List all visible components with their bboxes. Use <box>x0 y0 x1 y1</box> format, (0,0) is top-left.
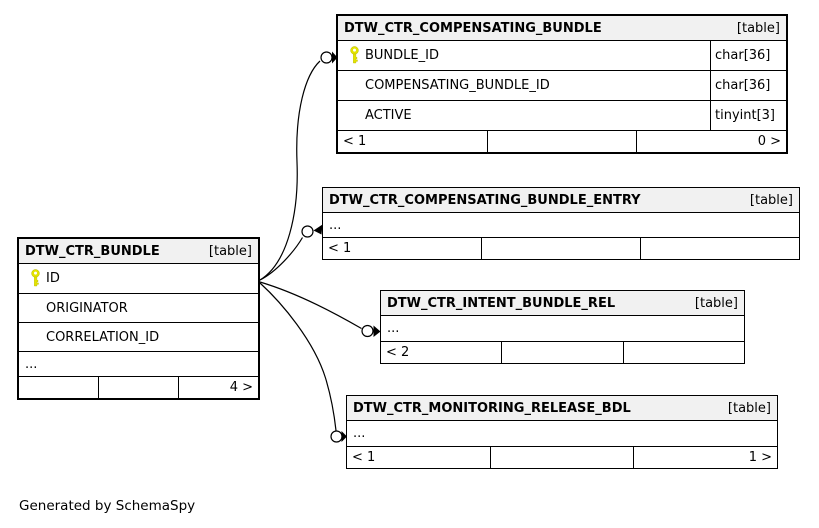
column-type: char[36] <box>710 71 786 100</box>
relation-line-to-monitoring-release-bdl <box>259 282 337 431</box>
table-title[interactable]: DTW_CTR_BUNDLE <box>25 243 160 259</box>
table-footer: < 2 <box>381 342 744 363</box>
relation-line-to-intent-bundle-rel <box>259 281 362 330</box>
column-row: BUNDLE_ID char[36] <box>338 41 786 71</box>
generated-by-note: Generated by SchemaSpy <box>19 498 196 514</box>
collapsed-columns-row: ... <box>19 352 258 377</box>
footer-spacer <box>502 342 624 363</box>
table-dtw-ctr-compensating-bundle[interactable]: DTW_CTR_COMPENSATING_BUNDLE [table] BUND… <box>336 14 788 154</box>
table-header[interactable]: DTW_CTR_MONITORING_RELEASE_BDL [table] <box>347 396 777 421</box>
table-footer: < 1 1 > <box>347 447 777 468</box>
cardinality-circle-compensating-bundle <box>320 51 333 64</box>
table-type-badge: [table] <box>736 20 780 36</box>
table-dtw-ctr-monitoring-release-bdl[interactable]: DTW_CTR_MONITORING_RELEASE_BDL [table] .… <box>346 395 778 469</box>
column-name: COMPENSATING_BUNDLE_ID <box>365 78 550 93</box>
column-row: COMPENSATING_BUNDLE_ID char[36] <box>338 71 786 101</box>
column-row: ORIGINATOR <box>19 294 258 323</box>
column-type: tinyint[3] <box>710 101 786 130</box>
relation-line-to-compensating-bundle <box>259 60 321 281</box>
footer-parents-count: < 2 <box>381 342 503 363</box>
column-type: char[36] <box>710 41 786 70</box>
table-header[interactable]: DTW_CTR_COMPENSATING_BUNDLE [table] <box>338 16 786 41</box>
column-name: ACTIVE <box>365 108 412 123</box>
footer-spacer <box>491 447 635 468</box>
table-title[interactable]: DTW_CTR_INTENT_BUNDLE_REL <box>387 295 616 311</box>
table-footer: 4 > <box>19 377 258 398</box>
footer-children-count: 4 > <box>229 380 253 395</box>
table-footer: < 1 0 > <box>338 131 786 152</box>
table-title[interactable]: DTW_CTR_MONITORING_RELEASE_BDL <box>353 400 631 416</box>
relation-line-to-compensating-bundle-entry <box>259 237 304 281</box>
footer-children-count <box>624 342 744 363</box>
cardinality-circle-monitoring-release-bdl <box>330 430 343 443</box>
footer-parents-count: < 1 <box>338 131 488 152</box>
collapsed-columns-row: ... <box>323 213 799 238</box>
footer-spacer <box>488 131 638 152</box>
table-dtw-ctr-bundle[interactable]: DTW_CTR_BUNDLE [table] ID ORIGINATOR COR… <box>17 237 260 400</box>
arrowhead-intent-bundle-rel <box>373 325 381 337</box>
table-type-badge: [table] <box>208 243 252 259</box>
column-row: ACTIVE tinyint[3] <box>338 101 786 131</box>
column-name: BUNDLE_ID <box>365 48 439 63</box>
footer-children-count: 0 > <box>757 134 782 149</box>
table-header[interactable]: DTW_CTR_COMPENSATING_BUNDLE_ENTRY [table… <box>323 188 799 213</box>
footer-parents-count <box>19 377 99 398</box>
arrowhead-monitoring-release-bdl <box>341 431 347 442</box>
footer-spacer <box>482 238 641 259</box>
primary-key-icon <box>30 269 40 287</box>
cardinality-circle-compensating-bundle-entry <box>301 225 314 238</box>
table-dtw-ctr-intent-bundle-rel[interactable]: DTW_CTR_INTENT_BUNDLE_REL [table] ... < … <box>380 290 745 364</box>
footer-spacer <box>99 377 179 398</box>
footer-parents-count: < 1 <box>323 238 482 259</box>
table-dtw-ctr-compensating-bundle-entry[interactable]: DTW_CTR_COMPENSATING_BUNDLE_ENTRY [table… <box>322 187 800 260</box>
column-row: ID <box>19 264 258 294</box>
footer-children-count <box>641 238 799 259</box>
table-header[interactable]: DTW_CTR_INTENT_BUNDLE_REL [table] <box>381 291 744 316</box>
arrowhead-compensating-bundle <box>332 51 338 64</box>
table-type-badge: [table] <box>749 192 793 208</box>
collapsed-columns-row: ... <box>381 316 744 342</box>
table-title[interactable]: DTW_CTR_COMPENSATING_BUNDLE <box>344 20 602 36</box>
column-name: CORRELATION_ID <box>46 329 160 345</box>
column-name: ID <box>46 271 60 286</box>
primary-key-icon <box>349 46 359 64</box>
cardinality-circle-intent-bundle-rel <box>361 324 374 338</box>
table-header[interactable]: DTW_CTR_BUNDLE [table] <box>19 239 258 264</box>
collapsed-columns-row: ... <box>347 421 777 447</box>
table-footer: < 1 <box>323 238 799 259</box>
table-title[interactable]: DTW_CTR_COMPENSATING_BUNDLE_ENTRY <box>329 192 641 208</box>
column-row: CORRELATION_ID <box>19 323 258 352</box>
arrowhead-compensating-bundle-entry <box>313 224 323 235</box>
table-type-badge: [table] <box>694 295 738 311</box>
table-type-badge: [table] <box>727 400 771 416</box>
footer-parents-count: < 1 <box>347 447 491 468</box>
footer-children-count: 1 > <box>748 450 773 465</box>
column-name: ORIGINATOR <box>46 300 128 316</box>
